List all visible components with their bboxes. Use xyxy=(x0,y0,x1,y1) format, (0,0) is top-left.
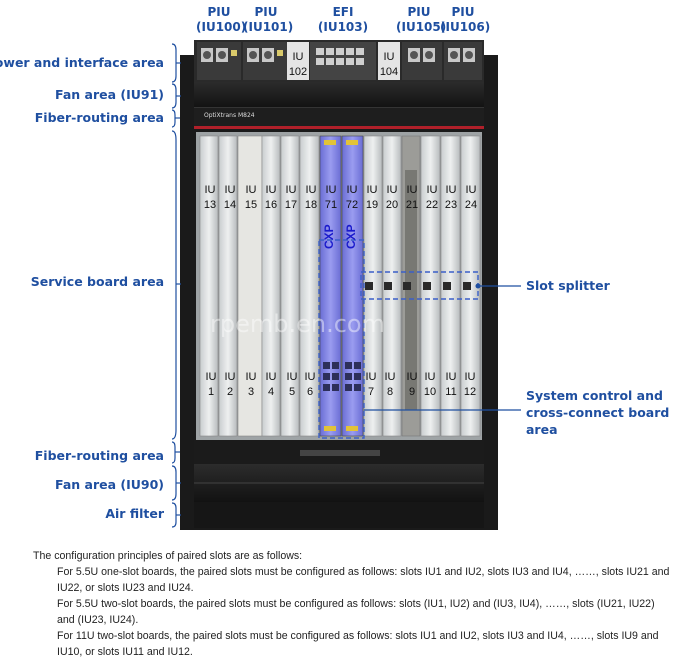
notes-rule-1: For 5.5U one-slot boards, the paired slo… xyxy=(57,566,670,594)
iu102-unit xyxy=(287,42,309,80)
piu-iu100-label: PIU(IU100) xyxy=(196,5,247,34)
notes-rule-2: For 5.5U two-slot boards, the paired slo… xyxy=(57,598,655,626)
fan-area-iu91 xyxy=(194,82,484,108)
chassis-diagram xyxy=(171,40,521,530)
iu104-unit xyxy=(378,42,400,80)
callout-fiber-top: Fiber-routing area xyxy=(34,110,164,125)
cxp-board-71 xyxy=(319,135,342,437)
callout-system-control: System control and cross-connect board a… xyxy=(526,388,670,437)
board-handles xyxy=(324,140,358,431)
cxp-ports xyxy=(323,362,361,391)
piu-iu101-label: PIU(IU101) xyxy=(243,5,294,34)
callout-power-interface: Power and interface area xyxy=(0,55,164,70)
iu104-label: IU 104 xyxy=(379,51,399,78)
efi-iu103-unit xyxy=(310,42,376,80)
callout-fiber-bottom: Fiber-routing area xyxy=(34,448,164,463)
piu-iu100-unit xyxy=(197,42,241,80)
cxp-board-72 xyxy=(341,135,364,437)
fiber-routing-top xyxy=(194,108,484,128)
callout-fan-iu90: Fan area (IU90) xyxy=(55,477,164,492)
cxp-label-72: CXP xyxy=(344,224,358,250)
callout-service-board: Service board area xyxy=(30,274,164,289)
piu-iu101-unit xyxy=(243,42,287,80)
cxp-label-71: CXP xyxy=(322,224,336,250)
efi-iu103-label: EFI(IU103) xyxy=(317,5,369,34)
left-brackets xyxy=(171,43,177,528)
notes-intro: The configuration principles of paired s… xyxy=(33,550,303,562)
piu-iu106-label: PIU(IU106) xyxy=(440,5,491,34)
configuration-notes: The configuration principles of paired s… xyxy=(33,548,673,660)
red-stripe xyxy=(194,126,484,129)
piu-iu105-label: PIU(IU105) xyxy=(396,5,447,34)
air-filter-unit xyxy=(194,502,484,528)
notes-rule-3: For 11U two-slot boards, the paired slot… xyxy=(57,630,659,658)
iu102-label: IU 102 xyxy=(288,51,308,78)
piu-iu106-unit xyxy=(444,42,482,80)
piu-iu105-unit xyxy=(402,42,442,80)
splitter-clips xyxy=(365,282,471,290)
chassis-brand: OptiXtrans M824 xyxy=(204,112,255,119)
system-control-box xyxy=(318,239,365,439)
watermark: rpemb.en.com xyxy=(210,310,385,338)
bracket-tips xyxy=(175,62,181,516)
callout-air-filter: Air filter xyxy=(105,506,164,521)
callout-fan-iu91: Fan area (IU91) xyxy=(55,87,164,102)
callout-slot-splitter: Slot splitter xyxy=(526,278,610,293)
